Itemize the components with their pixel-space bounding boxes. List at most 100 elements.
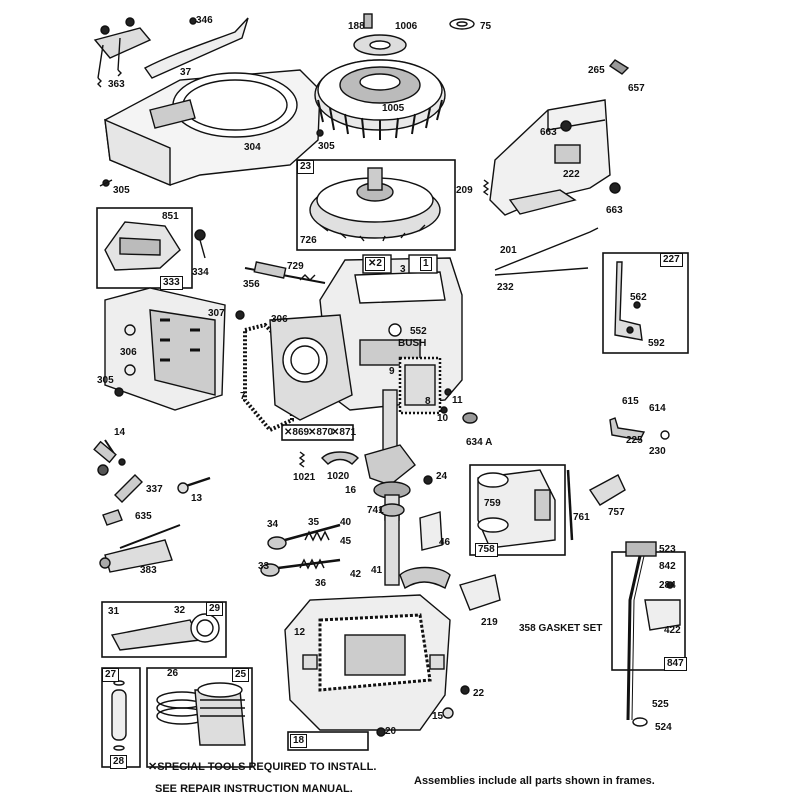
label-24: 24 bbox=[436, 471, 448, 482]
part-222-control-bracket bbox=[489, 59, 630, 216]
label-759: 759 bbox=[484, 498, 501, 509]
part-12-sump bbox=[284, 594, 451, 731]
note-special-tools: ✕SPECIAL TOOLS REQUIRED TO INSTALL. bbox=[148, 761, 377, 773]
part-13-head bbox=[177, 482, 189, 494]
part-356-spark-plug bbox=[244, 261, 326, 284]
frame-29 bbox=[101, 601, 227, 658]
label-1: 1 bbox=[420, 257, 432, 271]
label-225: 225 bbox=[626, 435, 643, 446]
label-1006: 1006 bbox=[395, 21, 418, 32]
label-12: 12 bbox=[294, 627, 306, 638]
label-3: 3 bbox=[400, 264, 406, 275]
part-15-plug bbox=[442, 707, 454, 719]
label-1005: 1005 bbox=[382, 103, 405, 114]
label-45: 45 bbox=[340, 536, 352, 547]
label-8: 8 bbox=[425, 396, 431, 407]
label-32: 32 bbox=[174, 605, 186, 616]
label-741: 741 bbox=[367, 505, 384, 516]
part-383-tool bbox=[99, 524, 181, 573]
label-337: 337 bbox=[146, 484, 163, 495]
label-363: 363 bbox=[108, 79, 125, 90]
label-346: 346 bbox=[196, 15, 213, 26]
label-31: 31 bbox=[108, 606, 120, 617]
label-26: 26 bbox=[167, 668, 179, 679]
label-842: 842 bbox=[659, 561, 676, 572]
part-304-blower-housing bbox=[99, 69, 321, 187]
label-306b: 306 bbox=[120, 347, 137, 358]
label-14: 14 bbox=[114, 427, 126, 438]
part-16-crankshaft bbox=[364, 389, 416, 521]
part-635 bbox=[102, 509, 123, 526]
label-726: 726 bbox=[300, 235, 317, 246]
label-20: 20 bbox=[385, 726, 397, 737]
part-225-governor-lever bbox=[609, 417, 670, 441]
part-1021-screw bbox=[298, 451, 306, 468]
label-34: 34 bbox=[267, 519, 279, 530]
label-209: 209 bbox=[456, 185, 473, 196]
label-356: 356 bbox=[243, 279, 260, 290]
label-10: 10 bbox=[437, 413, 449, 424]
label-201: 201 bbox=[500, 245, 517, 256]
label-188: 188 bbox=[348, 21, 365, 32]
label-bush: BUSH bbox=[398, 338, 427, 349]
part-46-camshaft bbox=[379, 503, 451, 590]
label-663a: 663 bbox=[540, 127, 557, 138]
label-222: 222 bbox=[563, 169, 580, 180]
label-232: 232 bbox=[497, 282, 514, 293]
frame-227 bbox=[602, 252, 689, 354]
label-46: 46 bbox=[439, 537, 451, 548]
label-304: 304 bbox=[244, 142, 261, 153]
part-337-plug bbox=[114, 474, 143, 503]
label-15: 15 bbox=[432, 711, 444, 722]
part-759-carburetor bbox=[477, 469, 556, 549]
part-33-34-valves bbox=[260, 523, 341, 577]
label-22: 22 bbox=[473, 688, 485, 699]
label-306a: 306 bbox=[271, 314, 288, 325]
label-333: 333 bbox=[160, 276, 183, 290]
frame-869-871 bbox=[281, 424, 354, 441]
label-757: 757 bbox=[608, 507, 625, 518]
part-1005-flywheel bbox=[314, 13, 475, 140]
label-552: 552 bbox=[410, 326, 427, 337]
label-18: 18 bbox=[290, 734, 308, 748]
label-37: 37 bbox=[180, 67, 192, 78]
label-615: 615 bbox=[622, 396, 639, 407]
label-729: 729 bbox=[287, 261, 304, 272]
label-383: 383 bbox=[140, 565, 157, 576]
label-25: 25 bbox=[232, 668, 250, 682]
note-see-manual: SEE REPAIR INSTRUCTION MANUAL. bbox=[155, 783, 353, 795]
label-422: 422 bbox=[664, 625, 681, 636]
part-757 bbox=[588, 474, 626, 506]
label-847: 847 bbox=[664, 657, 687, 671]
label-27: 27 bbox=[102, 668, 120, 682]
label-358: 358 GASKET SET bbox=[519, 623, 603, 634]
part-7-gasket bbox=[243, 322, 295, 433]
label-13: 13 bbox=[191, 493, 203, 504]
part-8-breather bbox=[398, 356, 452, 415]
part-24 bbox=[423, 475, 433, 485]
label-2: ✕2 bbox=[365, 257, 385, 271]
part-219-governor bbox=[459, 574, 501, 611]
label-524: 524 bbox=[655, 722, 672, 733]
label-1021: 1021 bbox=[293, 472, 316, 483]
part-726-alternator bbox=[309, 167, 441, 242]
part-227-lever bbox=[614, 261, 643, 341]
label-663b: 663 bbox=[606, 205, 623, 216]
label-758: 758 bbox=[475, 543, 498, 557]
label-334: 334 bbox=[192, 267, 209, 278]
bolt-307 bbox=[235, 310, 245, 320]
part-20 bbox=[376, 727, 386, 737]
label-305c: 305 bbox=[97, 375, 114, 386]
label-230: 230 bbox=[649, 446, 666, 457]
label-284: 284 bbox=[659, 580, 676, 591]
part-232-link bbox=[494, 267, 589, 276]
label-36: 36 bbox=[315, 578, 327, 589]
label-265: 265 bbox=[588, 65, 605, 76]
part-37-deflector bbox=[143, 17, 249, 79]
part-525-dipstick-tube bbox=[625, 541, 681, 727]
label-227: 227 bbox=[660, 253, 683, 267]
frame-23 bbox=[296, 159, 456, 251]
part-363-bracket bbox=[93, 17, 152, 88]
part-1020 bbox=[321, 451, 359, 465]
